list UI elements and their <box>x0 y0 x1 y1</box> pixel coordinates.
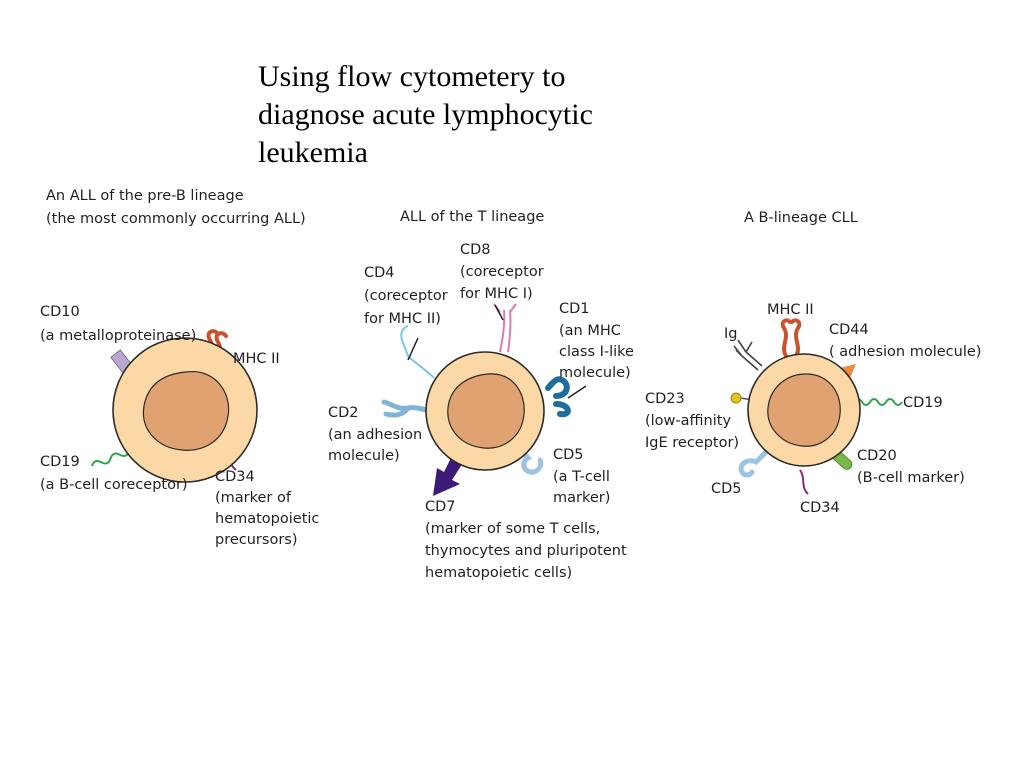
nucleus <box>447 373 525 449</box>
cd8-label: CD8 <box>460 242 491 258</box>
cd8-label: for MHC I) <box>460 286 533 302</box>
cd8-label: (coreceptor <box>460 264 544 280</box>
slide-title: Using flow cytometery to diagnose acute … <box>258 58 678 172</box>
cd34-label: hematopoietic <box>215 511 319 527</box>
ig-receptor <box>733 339 763 371</box>
cd5-label: marker) <box>553 490 610 506</box>
cd1-receptor <box>545 376 571 418</box>
cd10-label: (a metalloproteinase) <box>40 328 196 344</box>
cd5-label: CD5 <box>711 481 742 497</box>
title-line: Using flow cytometery to <box>258 60 566 93</box>
panel-b-lineage-cll: A B-lineage CLL MHC II Ig CD44 ( adhesio… <box>645 210 981 516</box>
panel-heading: ALL of the T lineage <box>400 209 544 225</box>
title-line: leukemia <box>258 136 368 169</box>
title-line: diagnose acute lymphocytic <box>258 98 593 131</box>
cd1-label: CD1 <box>559 301 590 317</box>
cd4-pointer <box>407 337 419 361</box>
panel-heading: (the most commonly occurring ALL) <box>46 211 306 227</box>
cd7-label: hematopoietic cells) <box>425 565 572 581</box>
cd1-label: molecule) <box>559 365 631 381</box>
cd20-label: (B-cell marker) <box>857 470 965 486</box>
nucleus <box>142 371 230 451</box>
cd34-receptor <box>799 469 809 495</box>
cd5-label: (a T-cell <box>553 469 610 485</box>
cd4-receptor <box>400 325 435 379</box>
cd34-label: (marker of <box>215 490 292 506</box>
cd1-label: (an MHC <box>559 323 621 339</box>
panel-t-lineage-all: ALL of the T lineage CD4 (coreceptor for… <box>328 209 634 581</box>
cd23-label: CD23 <box>645 391 685 407</box>
cd8-receptor <box>499 309 512 353</box>
cd7-label: CD7 <box>425 499 456 515</box>
cd7-label: thymocytes and pluripotent <box>425 543 627 559</box>
cd7-label: (marker of some T cells, <box>425 521 600 537</box>
cd19-label: (a B-cell coreceptor) <box>40 477 188 493</box>
cd44-receptor <box>840 364 856 378</box>
cd44-label: CD44 <box>829 322 869 338</box>
cd4-label: (coreceptor <box>364 288 448 304</box>
cd20-label: CD20 <box>857 448 897 464</box>
cd23-receptor <box>730 392 742 404</box>
cd2-label: (an adhesion <box>328 427 422 443</box>
cd5-receptor <box>517 447 544 475</box>
mhc2-label: MHC II <box>233 351 280 367</box>
mhc2-label: MHC II <box>767 302 814 318</box>
cd4-label: for MHC II) <box>364 311 441 327</box>
panel-heading: An ALL of the pre-B lineage <box>46 188 244 204</box>
cd23-label: IgE receptor) <box>645 435 739 451</box>
cd10-label: CD10 <box>40 304 80 320</box>
cd19-label: CD19 <box>903 395 943 411</box>
nucleus <box>767 373 841 447</box>
cd23-label: (low-affinity <box>645 413 731 429</box>
cd8-pointer <box>494 304 504 321</box>
panel-pre-b-all: An ALL of the pre-B lineage (the most co… <box>40 188 319 548</box>
cd19-receptor <box>853 398 903 406</box>
cd44-label: ( adhesion molecule) <box>829 344 981 360</box>
cd1-label: class I-like <box>559 344 634 360</box>
cd2-label: molecule) <box>328 448 400 464</box>
cd19-label: CD19 <box>40 454 80 470</box>
cd5-receptor <box>738 449 769 478</box>
cd34-label: CD34 <box>215 469 255 485</box>
panel-heading: A B-lineage CLL <box>744 210 858 226</box>
cd34-label: precursors) <box>215 532 298 548</box>
cd5-label: CD5 <box>553 447 584 463</box>
cd4-label: CD4 <box>364 265 395 281</box>
mhc2-receptor <box>780 318 802 358</box>
cd2-label: CD2 <box>328 405 359 421</box>
ig-label: Ig <box>724 326 737 342</box>
cd34-label: CD34 <box>800 500 840 516</box>
cd1-pointer <box>567 385 587 399</box>
